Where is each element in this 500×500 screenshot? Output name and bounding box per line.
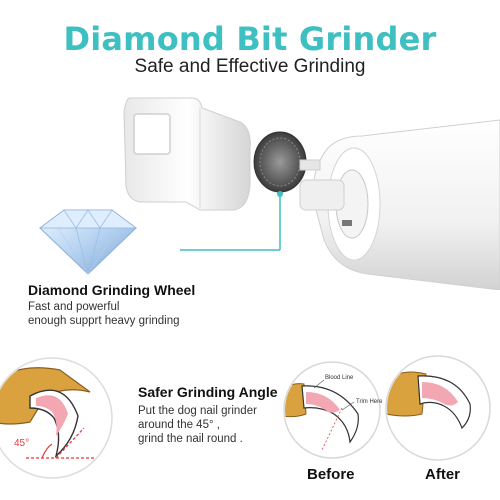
callout-line (180, 191, 283, 251)
grinder-body (299, 119, 500, 290)
page-subtitle: Safe and Effective Grinding (134, 56, 366, 77)
angle-figure (0, 357, 113, 479)
diamond-heading: Diamond Grinding Wheel (28, 282, 196, 298)
page-title: Diamond Bit Grinder (63, 20, 437, 58)
before-label: Before (307, 466, 355, 483)
grinder-illustration (123, 97, 500, 290)
after-figure (385, 355, 491, 461)
diamond-desc-line-1: Fast and powerful (28, 301, 120, 313)
blood-line-label: Blood Line (325, 375, 354, 381)
after-label: After (425, 466, 461, 483)
angle-label: 45° (14, 438, 30, 449)
trim-here-label: Trim Here (356, 399, 383, 405)
angle-heading: Safer Grinding Angle (138, 384, 278, 400)
angle-desc-line-2: around the 45° , (138, 419, 220, 431)
before-figure (283, 361, 381, 459)
angle-desc-line-1: Put the dog nail grinder (138, 405, 257, 417)
diamond-icon (38, 209, 138, 275)
diamond-desc-line-2: enough supprt heavy grinding (28, 315, 180, 327)
angle-desc-line-3: grind the nail round . (138, 433, 243, 445)
grinder-cap (123, 97, 251, 211)
